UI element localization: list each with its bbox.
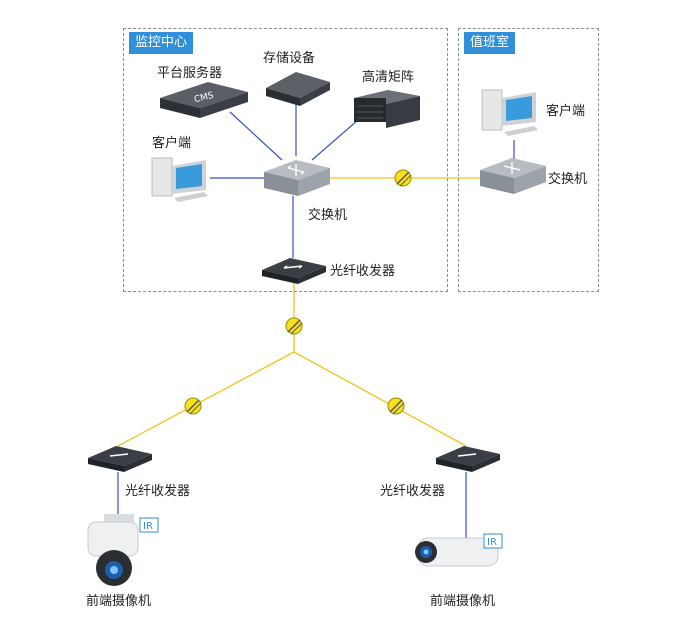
monitor-center-tag: 监控中心 xyxy=(129,32,194,54)
center-client-label: 客户端 xyxy=(152,136,192,151)
fiber-node-left xyxy=(184,397,202,415)
link-matrix-switch xyxy=(311,119,359,161)
fiber-node-right xyxy=(387,397,405,415)
center-fiber-label: 光纤收发器 xyxy=(330,264,396,279)
fiber-to-left xyxy=(117,351,295,447)
server-logo: CMS xyxy=(193,91,215,106)
platform-server-label: 平台服务器 xyxy=(157,66,223,81)
center-switch-icon xyxy=(264,160,330,196)
duty-client-label: 客户端 xyxy=(546,104,586,119)
right-fiber-label: 光纤收发器 xyxy=(380,484,446,499)
center-fiber-icon xyxy=(262,258,326,284)
left-fiber-icon xyxy=(88,446,152,472)
duty-room-tag: 值班室 xyxy=(464,32,516,54)
ir-badge-left: IR xyxy=(143,521,153,532)
center-client-icon xyxy=(151,157,208,202)
monitor-center-zone xyxy=(123,28,448,292)
right-fiber-icon xyxy=(436,446,500,472)
server-icon: CMS xyxy=(160,82,248,118)
duty-switch-icon xyxy=(480,158,546,194)
fiber-to-right xyxy=(293,351,467,447)
storage-icon xyxy=(266,72,330,106)
center-switch-label: 交换机 xyxy=(308,208,348,223)
link-server-switch xyxy=(229,111,283,161)
right-camera-label: 前端摄像机 xyxy=(430,594,496,609)
left-camera-label: 前端摄像机 xyxy=(86,594,152,609)
duty-client-icon xyxy=(481,89,538,136)
dome-camera-icon: IR xyxy=(87,514,159,586)
storage-label: 存储设备 xyxy=(263,51,316,66)
duty-room-zone xyxy=(458,28,599,292)
hd-matrix-icon xyxy=(354,90,420,128)
duty-switch-label: 交换机 xyxy=(548,172,588,187)
ir-badge-right: IR xyxy=(487,537,497,548)
fiber-node-trunk xyxy=(285,317,303,335)
left-fiber-label: 光纤收发器 xyxy=(125,484,191,499)
fiber-node-top xyxy=(394,169,412,187)
bullet-camera-icon: IR xyxy=(415,533,503,567)
hd-matrix-label: 高清矩阵 xyxy=(362,70,415,85)
